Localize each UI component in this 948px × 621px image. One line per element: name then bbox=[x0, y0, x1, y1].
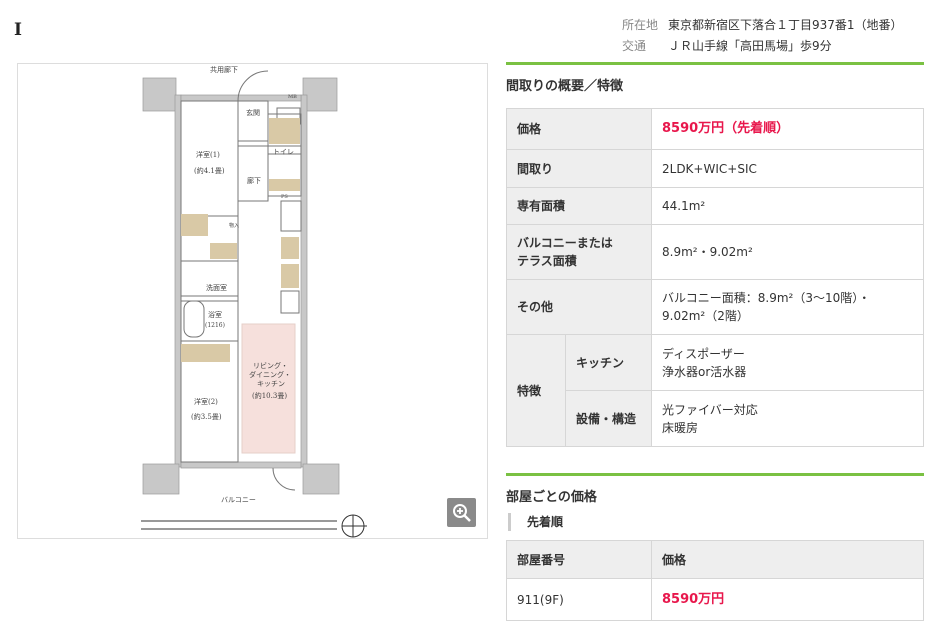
ldk-area bbox=[241, 323, 296, 454]
table-header: 部屋番号価格 bbox=[506, 540, 924, 579]
zoom-button[interactable] bbox=[447, 498, 476, 527]
location-row: 所在地東京都新宿区下落合１丁目937番1（地番） bbox=[622, 16, 903, 33]
sublabel: キッチン bbox=[565, 334, 652, 391]
value: 2LDK+WIC+SIC bbox=[651, 149, 924, 188]
label: 専有面積 bbox=[506, 187, 652, 225]
label-toilet: トイレ bbox=[273, 148, 294, 156]
label-room1-size: (約4.1畳) bbox=[194, 166, 225, 175]
label-ldk-2: ダイニング・ bbox=[249, 370, 291, 379]
label-balcony: バルコニー bbox=[221, 496, 256, 504]
label: 価格 bbox=[506, 108, 652, 150]
table-row: 911(9F)8590万円 bbox=[506, 578, 924, 621]
label-entrance: 玄関 bbox=[246, 108, 260, 117]
location-value: 東京都新宿区下落合１丁目937番1（地番） bbox=[668, 18, 903, 32]
value: 44.1m² bbox=[651, 187, 924, 225]
label: 間取り bbox=[506, 149, 652, 188]
label-bath: 浴室 bbox=[208, 310, 222, 319]
label-bath-size: (1216) bbox=[205, 322, 225, 329]
column-header: 価格 bbox=[651, 540, 924, 579]
value: バルコニー面積：8.9m²（3～10階）・9.02m²（2階） bbox=[651, 279, 924, 335]
floorplan-panel: 共用廊下 MB 玄関 トイレ 廊下 洋室(1) (約4.1畳) 物入 洗面室 浴… bbox=[17, 63, 488, 539]
row-feature-kitchen: 特徴キッチンディスポーザー 浄水器or活水器 bbox=[506, 334, 924, 447]
row-other: その他バルコニー面積：8.9m²（3～10階）・9.02m²（2階） bbox=[506, 279, 924, 335]
access-label: 交通 bbox=[622, 39, 647, 53]
label-washroom: 洗面室 bbox=[206, 283, 227, 292]
label-corridor: 共用廊下 bbox=[210, 65, 238, 74]
label: 特徴 bbox=[506, 334, 566, 447]
room-number: 911(9F) bbox=[506, 578, 652, 621]
label-room2-size: (約3.5畳) bbox=[191, 412, 222, 421]
label-ldk-1: リビング・ bbox=[253, 361, 288, 370]
room-price: 8590万円 bbox=[651, 578, 924, 621]
room-prices-table: 部屋番号価格 911(9F)8590万円 bbox=[506, 540, 924, 621]
label-storage: 物入 bbox=[229, 222, 239, 229]
label: その他 bbox=[506, 279, 652, 335]
access-value: ＪＲ山手線「高田馬場」歩9分 bbox=[668, 39, 832, 53]
row-feature-equipment: 設備・構造光ファイバー対応 床暖房 bbox=[507, 390, 924, 447]
zoom-in-icon bbox=[452, 503, 471, 522]
divider bbox=[506, 62, 924, 65]
access-row: 交通 ＪＲ山手線「高田馬場」歩9分 bbox=[622, 37, 832, 54]
floorplan-image: 共用廊下 MB 玄関 トイレ 廊下 洋室(1) (約4.1畳) 物入 洗面室 浴… bbox=[141, 65, 367, 538]
value: 8590万円（先着順） bbox=[651, 108, 924, 150]
overview-heading: 間取りの概要／特徴 bbox=[506, 79, 624, 94]
label-room1: 洋室(1) bbox=[196, 150, 220, 159]
room-prices-heading: 部屋ごとの価格 bbox=[506, 490, 597, 505]
unit-title: I bbox=[14, 20, 22, 40]
label-ps: PS bbox=[281, 194, 288, 200]
label: バルコニーまたは テラス面積 bbox=[506, 224, 652, 280]
value: ディスポーザー 浄水器or活水器 bbox=[651, 334, 924, 391]
label-room2: 洋室(2) bbox=[194, 397, 218, 406]
location-label: 所在地 bbox=[622, 18, 659, 32]
sublabel: 設備・構造 bbox=[565, 390, 652, 447]
storage-fills bbox=[181, 118, 300, 362]
column-header: 部屋番号 bbox=[506, 540, 652, 579]
label-hall: 廊下 bbox=[247, 176, 261, 185]
label-ldk-3: キッチン bbox=[257, 380, 285, 388]
room-prices-subheading: 先着順 bbox=[508, 513, 563, 531]
value: 光ファイバー対応 床暖房 bbox=[651, 390, 924, 447]
label-ldk-size: (約10.3畳) bbox=[252, 391, 287, 400]
value: 8.9m²・9.02m² bbox=[651, 224, 924, 280]
divider bbox=[506, 473, 924, 476]
label-mb: MB bbox=[288, 94, 297, 100]
